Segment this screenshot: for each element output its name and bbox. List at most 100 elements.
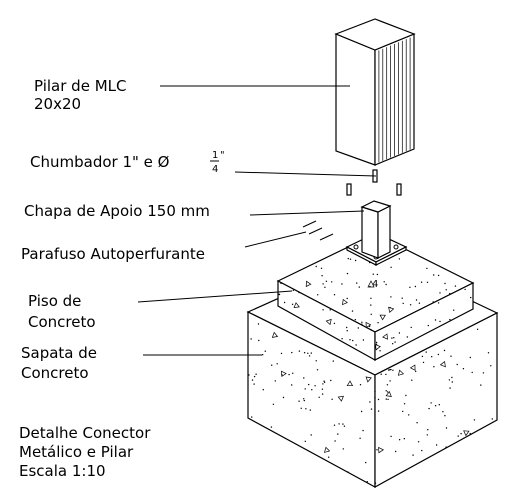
concrete-speckle bbox=[425, 351, 427, 353]
concrete-speckle bbox=[372, 273, 374, 275]
concrete-speckle bbox=[304, 388, 306, 390]
concrete-speckle bbox=[437, 274, 440, 277]
concrete-speckle bbox=[316, 369, 319, 371]
concrete-speckle bbox=[435, 444, 438, 446]
concrete-speckle bbox=[386, 384, 389, 386]
concrete-aggregate bbox=[305, 280, 312, 288]
label-chapa: Chapa de Apoio 150 mm bbox=[24, 202, 210, 220]
concrete-speckle bbox=[451, 376, 453, 379]
concrete-speckle bbox=[321, 275, 323, 277]
concrete-speckle bbox=[390, 296, 392, 298]
concrete-speckle bbox=[331, 281, 333, 283]
concrete-speckle bbox=[291, 351, 293, 354]
concrete-speckle bbox=[322, 383, 324, 385]
concrete-speckle bbox=[449, 387, 451, 389]
concrete-speckle bbox=[402, 302, 404, 305]
screw bbox=[319, 233, 334, 241]
concrete-speckle bbox=[401, 297, 403, 299]
concrete-speckle bbox=[370, 329, 372, 331]
concrete-speckle bbox=[292, 372, 294, 374]
concrete-speckle bbox=[398, 439, 401, 441]
concrete-speckle bbox=[343, 425, 346, 427]
fin-front bbox=[361, 206, 379, 259]
concrete-speckle bbox=[352, 339, 354, 342]
concrete-speckle bbox=[375, 341, 378, 344]
concrete-speckle bbox=[276, 363, 278, 365]
concrete-speckle bbox=[379, 350, 381, 352]
label-chumbador-inch-mark: " bbox=[220, 150, 225, 161]
concrete-speckle bbox=[421, 449, 423, 452]
concrete-speckle bbox=[360, 410, 363, 413]
concrete-speckle bbox=[451, 381, 453, 383]
concrete-speckle bbox=[248, 374, 250, 376]
concrete-aggregate bbox=[281, 370, 287, 378]
concrete-speckle bbox=[438, 404, 440, 406]
concrete-speckle bbox=[460, 433, 462, 435]
concrete-speckle bbox=[321, 393, 324, 395]
concrete-speckle bbox=[394, 341, 396, 343]
concrete-speckle bbox=[325, 280, 328, 282]
concrete-speckle bbox=[288, 373, 290, 376]
anchor-bolt bbox=[396, 183, 402, 196]
bolt-hole bbox=[393, 244, 399, 250]
concrete-speckle bbox=[305, 408, 307, 410]
concrete-speckle bbox=[358, 286, 360, 288]
concrete-aggregate bbox=[337, 395, 344, 402]
concrete-speckle bbox=[333, 294, 336, 296]
concrete-speckle bbox=[298, 291, 300, 294]
concrete-speckle bbox=[309, 409, 311, 411]
concrete-speckle bbox=[431, 356, 433, 358]
concrete-speckle bbox=[421, 355, 424, 358]
concrete-speckle bbox=[251, 379, 254, 381]
concrete-aggregate bbox=[409, 364, 416, 371]
sapata-right-face bbox=[374, 312, 498, 489]
concrete-speckle bbox=[448, 379, 451, 381]
concrete-speckle bbox=[454, 285, 457, 287]
label-pilar-line1: Pilar de MLC bbox=[34, 77, 126, 95]
concrete-speckle bbox=[374, 397, 376, 399]
concrete-speckle bbox=[278, 293, 280, 295]
concrete-speckle bbox=[434, 405, 437, 407]
column-front-face bbox=[335, 33, 376, 166]
concrete-speckle bbox=[471, 371, 473, 374]
concrete-speckle bbox=[374, 390, 376, 393]
concrete-speckle bbox=[409, 304, 412, 306]
concrete-speckle bbox=[433, 366, 435, 368]
concrete-speckle bbox=[307, 352, 309, 354]
concrete-speckle bbox=[433, 274, 435, 276]
concrete-speckle bbox=[377, 410, 380, 412]
concrete-speckle bbox=[318, 396, 320, 398]
concrete-speckle bbox=[303, 399, 305, 402]
concrete-speckle bbox=[366, 481, 368, 483]
concrete-speckle bbox=[332, 360, 334, 362]
concrete-speckle bbox=[426, 267, 428, 270]
concrete-speckle bbox=[291, 384, 293, 386]
concrete-speckle bbox=[280, 282, 282, 285]
concrete-speckle bbox=[291, 303, 294, 305]
concrete-speckle bbox=[414, 285, 417, 288]
column-top-face bbox=[334, 18, 416, 51]
concrete-speckle bbox=[418, 302, 421, 304]
concrete-speckle bbox=[320, 267, 323, 269]
bolt-hole bbox=[353, 244, 359, 250]
concrete-speckle bbox=[437, 353, 440, 356]
base-plate-side-right bbox=[375, 246, 407, 266]
concrete-speckle bbox=[439, 292, 441, 294]
concrete-speckle bbox=[300, 407, 302, 409]
leader-lines bbox=[137, 85, 377, 356]
concrete-speckle bbox=[370, 304, 372, 306]
concrete-aggregate bbox=[397, 369, 405, 376]
concrete-speckle bbox=[341, 338, 343, 340]
label-piso-line2: Concreto bbox=[28, 313, 96, 331]
concrete-speckle bbox=[416, 422, 418, 424]
concrete-speckle bbox=[324, 286, 326, 288]
concrete-speckle bbox=[430, 402, 432, 404]
concrete-aggregate bbox=[382, 333, 388, 340]
concrete-speckle bbox=[390, 368, 392, 371]
concrete-speckle bbox=[426, 281, 429, 283]
concrete-speckle bbox=[347, 471, 349, 473]
concrete-speckle bbox=[383, 281, 385, 283]
concrete-speckle bbox=[253, 383, 255, 385]
concrete-speckle bbox=[467, 326, 470, 329]
concrete-speckle bbox=[390, 435, 392, 438]
